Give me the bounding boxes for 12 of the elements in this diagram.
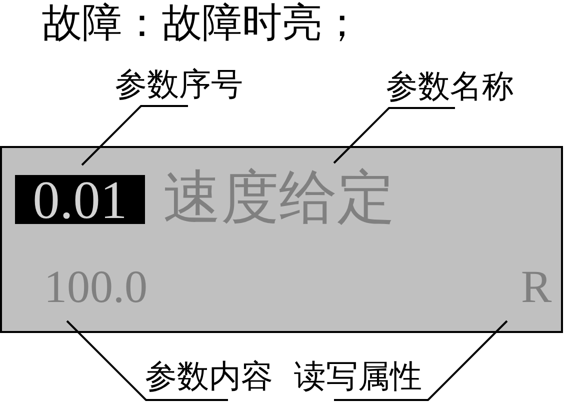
parameter-number: 0.01	[15, 175, 145, 224]
callout-label: 参数内容	[145, 360, 273, 392]
leader-line	[81, 105, 188, 166]
callout-label: 读写属性	[294, 360, 422, 392]
note-text: 故障：故障时亮；	[42, 3, 362, 43]
callout-label: 参数序号	[115, 68, 243, 100]
lcd-display	[0, 146, 563, 333]
callout-label: 参数名称	[386, 70, 514, 102]
access-attribute: R	[521, 264, 552, 310]
parameter-value: 100.0	[44, 264, 148, 310]
parameter-name: 速度给定	[163, 169, 395, 227]
leader-line	[333, 107, 455, 164]
